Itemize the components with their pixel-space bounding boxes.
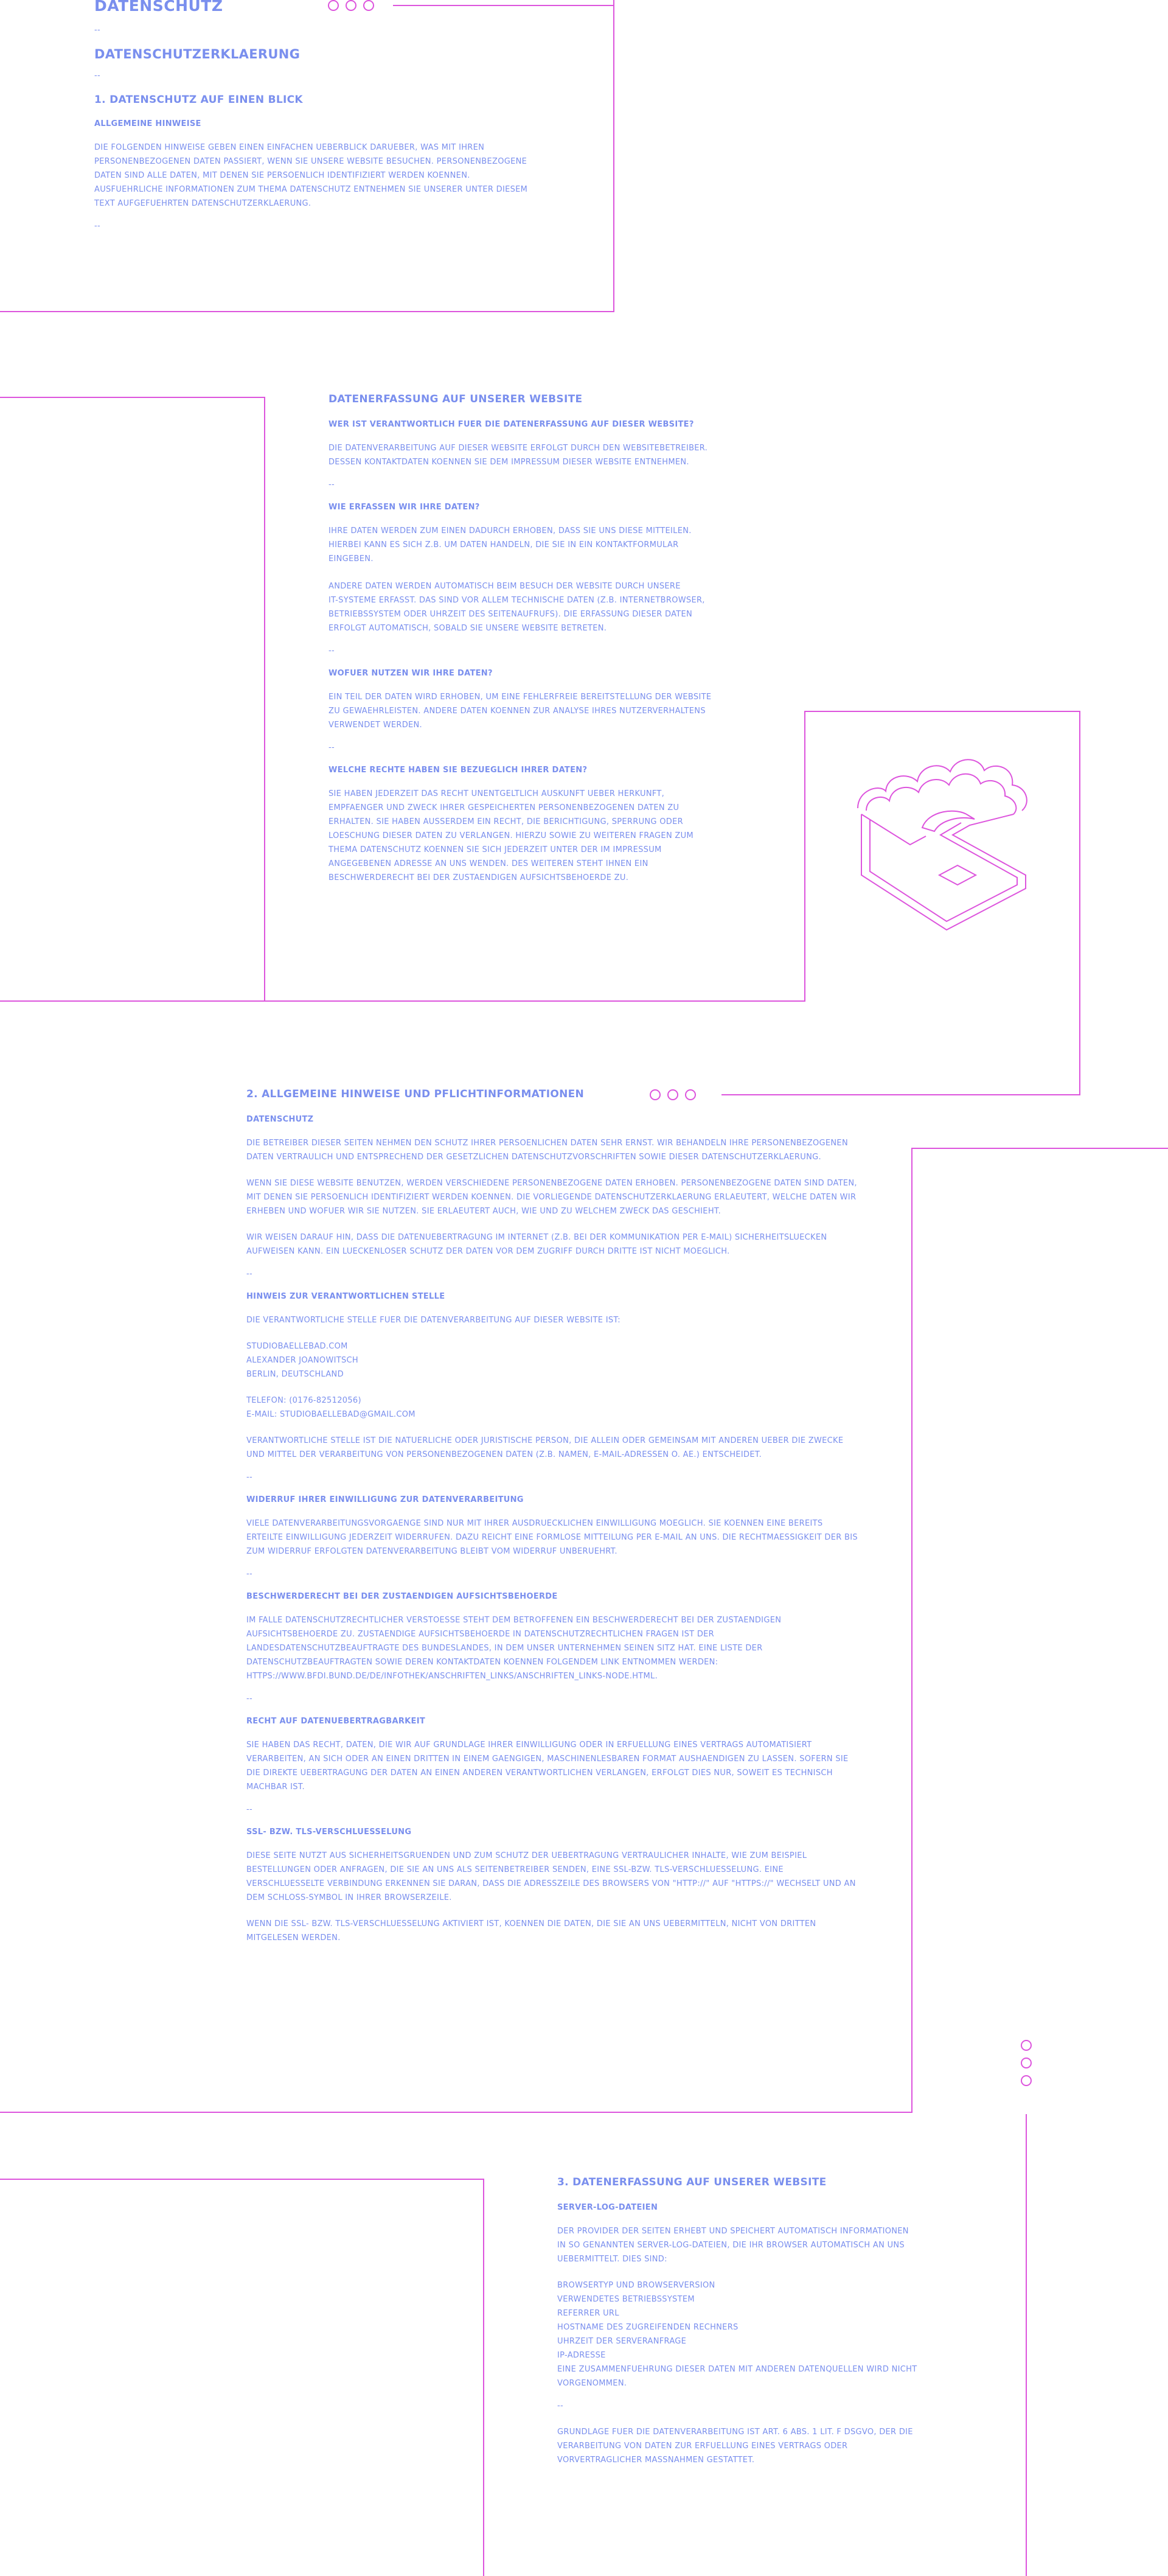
- paragraph: DIE DATENVERARBEITUNG AUF DIESER WEBSITE…: [328, 444, 708, 467]
- separator: --: [246, 1269, 252, 1279]
- s-block-shape: [861, 814, 1026, 931]
- paragraph: EIN TEIL DER DATEN WIRD ERHOBEN, UM EINE…: [328, 693, 712, 730]
- paragraph: WIR WEISEN DARAUF HIN, DASS DIE DATENUEB…: [246, 1233, 827, 1256]
- section-datenerfassung: DATENERFASSUNG AUF UNSERER WEBSITE WER I…: [328, 393, 718, 885]
- separator: --: [246, 1694, 252, 1703]
- separator: --: [246, 1473, 252, 1482]
- frame-third-top: [911, 1148, 1168, 1149]
- separator: --: [328, 743, 335, 752]
- paragraph: SIE HABEN DAS RECHT, DATEN, DIE WIR AUF …: [246, 1740, 849, 1792]
- decor-dot: [328, 0, 339, 11]
- separator: --: [94, 222, 100, 231]
- paragraph: DER PROVIDER DER SEITEN ERHEBT UND SPEIC…: [557, 2227, 909, 2264]
- paragraph: VIELE DATENVERARBEITUNGSVORGAENGE SIND N…: [246, 1519, 858, 1556]
- section-heading: 2. ALLGEMEINE HINWEISE UND PFLICHTINFORM…: [246, 1088, 585, 1100]
- section-heading: 3. DATENERFASSUNG AUF UNSERER WEBSITE: [557, 2176, 827, 2188]
- subsection-heading: ALLGEMEINE HINWEISE: [94, 119, 201, 128]
- paragraph: WENN SIE DIESE WEBSITE BENUTZEN, WERDEN …: [246, 1179, 857, 1216]
- paragraph: ANDERE DATEN WERDEN AUTOMATISCH BEIM BES…: [328, 582, 705, 633]
- frame-second: [0, 397, 265, 1002]
- frame-second-right: [804, 711, 805, 1002]
- frame-section2-line: [721, 1094, 1080, 1095]
- decor-dot: [1021, 2075, 1032, 2086]
- question-heading: WER IST VERANTWORTLICH FUER DIE DATENERF…: [328, 420, 694, 429]
- section-heading: DATENERFASSUNG AUF UNSERER WEBSITE: [328, 393, 583, 405]
- question-heading: WELCHE RECHTE HABEN SIE BEZUEGLICH IHRER…: [328, 766, 588, 775]
- paragraph: VERANTWORTLICHE STELLE IST DIE NATUERLIC…: [246, 1436, 844, 1459]
- decor-dot: [1021, 2040, 1032, 2051]
- decor-dot: [667, 1089, 678, 1100]
- privacy-policy-title: DATENSCHUTZERKLAERUNG: [94, 47, 301, 61]
- section-server-log: 3. DATENERFASSUNG AUF UNSERER WEBSITE SE…: [557, 2176, 947, 2467]
- paragraph: GRUNDLAGE FUER DIE DATENVERARBEITUNG IST…: [557, 2428, 913, 2465]
- frame-third-right: [911, 1148, 912, 2113]
- separator: --: [94, 71, 100, 80]
- separator: --: [328, 480, 335, 489]
- paragraph: DIESE SEITE NUTZT AUS SICHERHEITSGRUENDE…: [246, 1851, 856, 1902]
- paragraph: DIE VERANTWORTLICHE STELLE FUER DIE DATE…: [246, 1316, 620, 1325]
- separator: --: [246, 1805, 252, 1814]
- decor-dot: [363, 0, 374, 11]
- separator: --: [94, 26, 100, 35]
- logo-illustration: [857, 759, 1027, 931]
- question-heading: WOFUER NUTZEN WIR IHRE DATEN?: [328, 669, 493, 678]
- section-datenschutz: DATENSCHUTZ -- DATENSCHUTZERKLAERUNG -- …: [94, 0, 581, 231]
- paragraph: IM FALLE DATENSCHUTZRECHTLICHER VERSTOES…: [246, 1616, 782, 1681]
- decor-dot: [685, 1089, 696, 1100]
- subsection-heading: HINWEIS ZUR VERANTWORTLICHEN STELLE: [246, 1292, 445, 1301]
- subsection-heading: WIDERRUF IHRER EINWILLIGUNG ZUR DATENVER…: [246, 1495, 524, 1504]
- list-block: BROWSERTYP UND BROWSERVERSION VERWENDETE…: [557, 2281, 917, 2388]
- paragraph: WENN DIE SSL- BZW. TLS-VERSCHLUESSELUNG …: [246, 1919, 816, 1942]
- cloud-shape: [857, 759, 1027, 832]
- frame-fourth-left: [0, 2179, 484, 2576]
- subsection-heading: SERVER-LOG-DATEIEN: [557, 2203, 658, 2212]
- page-title: DATENSCHUTZ: [94, 0, 223, 15]
- frame-top-left: [0, 0, 614, 312]
- paragraph: IHRE DATEN WERDEN ZUM EINEN DADURCH ERHO…: [328, 526, 692, 564]
- subsection-heading: RECHT AUF DATENUEBERTRAGBARKEIT: [246, 1717, 425, 1726]
- decor-dot: [346, 0, 356, 11]
- subsection-heading: BESCHWERDERECHT BEI DER ZUSTAENDIGEN AUF…: [246, 1592, 558, 1601]
- decor-dot: [1021, 2058, 1032, 2068]
- paragraph: SIE HABEN JEDERZEIT DAS RECHT UNENTGELTL…: [328, 789, 693, 882]
- address-block: STUDIOBAELLEBAD.COM ALEXANDER JOANOWITSC…: [246, 1342, 358, 1379]
- subsection-heading: DATENSCHUTZ: [246, 1115, 314, 1124]
- contact-block: TELEFON: (0176-82512056) E-MAIL: STUDIOB…: [246, 1396, 415, 1419]
- paragraph: DIE FOLGENDEN HINWEISE GEBEN EINEN EINFA…: [94, 143, 528, 208]
- paragraph: DIE BETREIBER DIESER SEITEN NEHMEN DEN S…: [246, 1139, 848, 1162]
- decor-dot: [650, 1089, 661, 1100]
- question-heading: WIE ERFASSEN WIR IHRE DATEN?: [328, 503, 480, 512]
- subsection-heading: SSL- BZW. TLS-VERSCHLUESSELUNG: [246, 1827, 412, 1837]
- separator: --: [246, 1569, 252, 1579]
- frame-third-bottom: [0, 2112, 912, 2113]
- section-heading: 1. DATENSCHUTZ AUF EINEN BLICK: [94, 94, 303, 106]
- section-allgemeine-hinweise: 2. ALLGEMEINE HINWEISE UND PFLICHTINFORM…: [246, 1088, 867, 1945]
- separator: --: [557, 2401, 563, 2410]
- separator: --: [328, 646, 335, 655]
- frame-fourth-right: [1026, 2114, 1027, 2576]
- frame-second-bottom: [264, 1000, 805, 1002]
- frame-top-left-line: [393, 5, 614, 6]
